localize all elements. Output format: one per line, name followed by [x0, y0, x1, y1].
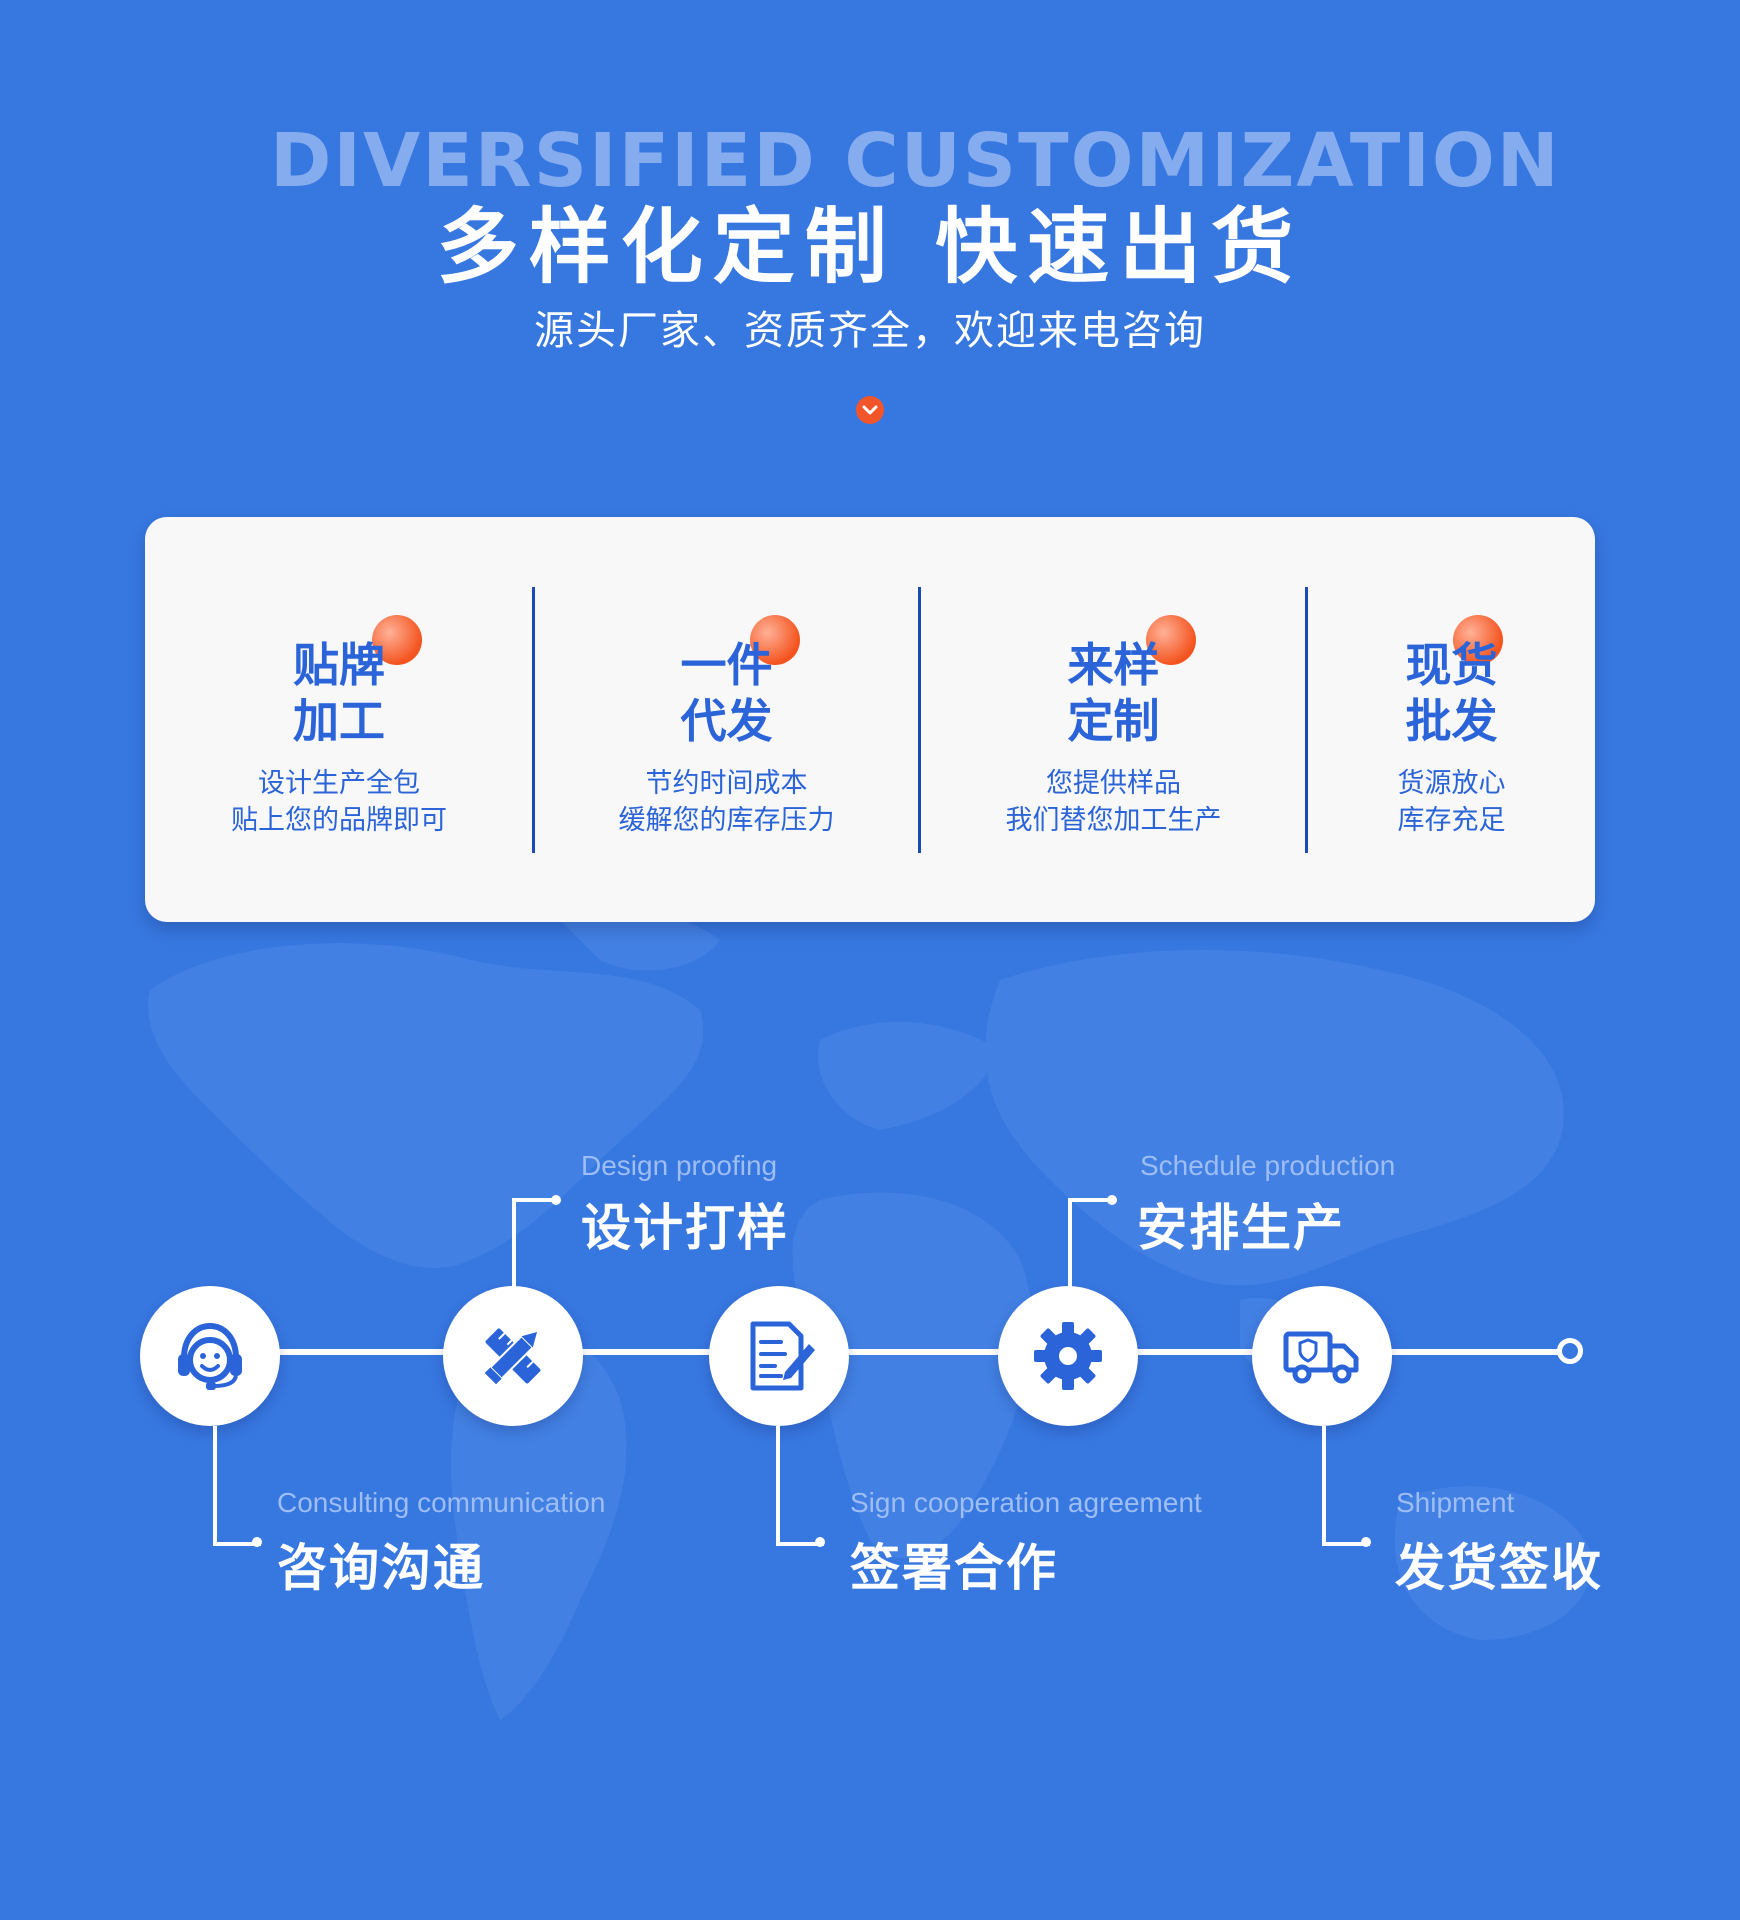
headset-icon: [178, 1322, 242, 1390]
feature-oem: 贴牌 加工 设计生产全包 贴上您的品牌即可: [145, 587, 533, 853]
step-node-consulting[interactable]: [140, 1286, 280, 1426]
step-cn-label: 咨询沟通: [277, 1539, 485, 1597]
divider: [918, 587, 921, 853]
connector-dot: [815, 1537, 825, 1547]
page-subtitle: 源头厂家、资质齐全，欢迎来电咨询: [534, 308, 1206, 354]
feature-title: 来样 定制: [1067, 638, 1160, 748]
feature-title: 现货 批发: [1405, 638, 1498, 748]
feature-description: 您提供样品 我们替您加工生产: [1005, 768, 1222, 836]
step-en-label: Design proofing: [581, 1150, 778, 1181]
step-connector: [1322, 1426, 1370, 1546]
feature-description: 设计生产全包 贴上您的品牌即可: [231, 768, 447, 836]
step-cn-label: 发货签收: [1395, 1539, 1603, 1597]
step-en-label: Shipment: [1396, 1487, 1515, 1518]
step-connector: [1068, 1198, 1116, 1290]
delivery-truck-icon: [1283, 1331, 1359, 1384]
connector-dot: [551, 1195, 561, 1205]
step-node-shipment[interactable]: [1252, 1286, 1392, 1426]
step-en-label: Consulting communication: [277, 1487, 606, 1518]
step-connector: [776, 1426, 824, 1546]
step-node-design[interactable]: [443, 1286, 583, 1426]
chevron-down-icon[interactable]: [856, 396, 884, 424]
feature-custom-sample: 来样 定制 您提供样品 我们替您加工生产: [921, 587, 1306, 853]
features-card: 贴牌 加工 设计生产全包 贴上您的品牌即可 一件 代发 节约时间成本 缓解您的库…: [145, 517, 1595, 922]
divider: [532, 587, 535, 853]
connector-dot: [252, 1537, 262, 1547]
accent-dot-icon: [372, 615, 422, 665]
page-title: 多样化定制 快速出货: [436, 200, 1304, 295]
divider: [1305, 587, 1308, 853]
step-connector: [213, 1426, 261, 1546]
document-edit-icon: [750, 1321, 815, 1391]
feature-title: 贴牌 加工: [293, 638, 385, 748]
step-node-production[interactable]: [998, 1286, 1138, 1426]
connector-dot: [1361, 1537, 1371, 1547]
feature-title: 一件 代发: [680, 638, 773, 748]
accent-dot-icon: [1453, 615, 1503, 665]
step-connector: [512, 1198, 560, 1290]
step-cn-label: 设计打样: [581, 1199, 789, 1257]
step-cn-label: 签署合作: [850, 1539, 1058, 1597]
background-watermark-text: DIVERSIFIED CUSTOMIZATION: [270, 118, 1561, 204]
connector-dot: [1107, 1195, 1117, 1205]
gear-icon: [1034, 1322, 1102, 1390]
feature-dropshipping: 一件 代发 节约时间成本 缓解您的库存压力: [535, 587, 918, 853]
timeline-line: [210, 1349, 1570, 1355]
accent-dot-icon: [1146, 615, 1196, 665]
step-en-label: Schedule production: [1140, 1150, 1396, 1181]
feature-description: 节约时间成本 缓解您的库存压力: [618, 768, 835, 836]
step-en-label: Sign cooperation agreement: [850, 1487, 1202, 1518]
feature-description: 货源放心 库存充足: [1397, 768, 1506, 836]
step-cn-label: 安排生产: [1137, 1199, 1345, 1257]
ruler-pencil-icon: [484, 1328, 541, 1385]
step-node-agreement[interactable]: [709, 1286, 849, 1426]
feature-wholesale: 现货 批发 货源放心 库存充足: [1308, 587, 1595, 853]
timeline-end-marker: [1557, 1338, 1583, 1364]
accent-dot-icon: [750, 615, 800, 665]
